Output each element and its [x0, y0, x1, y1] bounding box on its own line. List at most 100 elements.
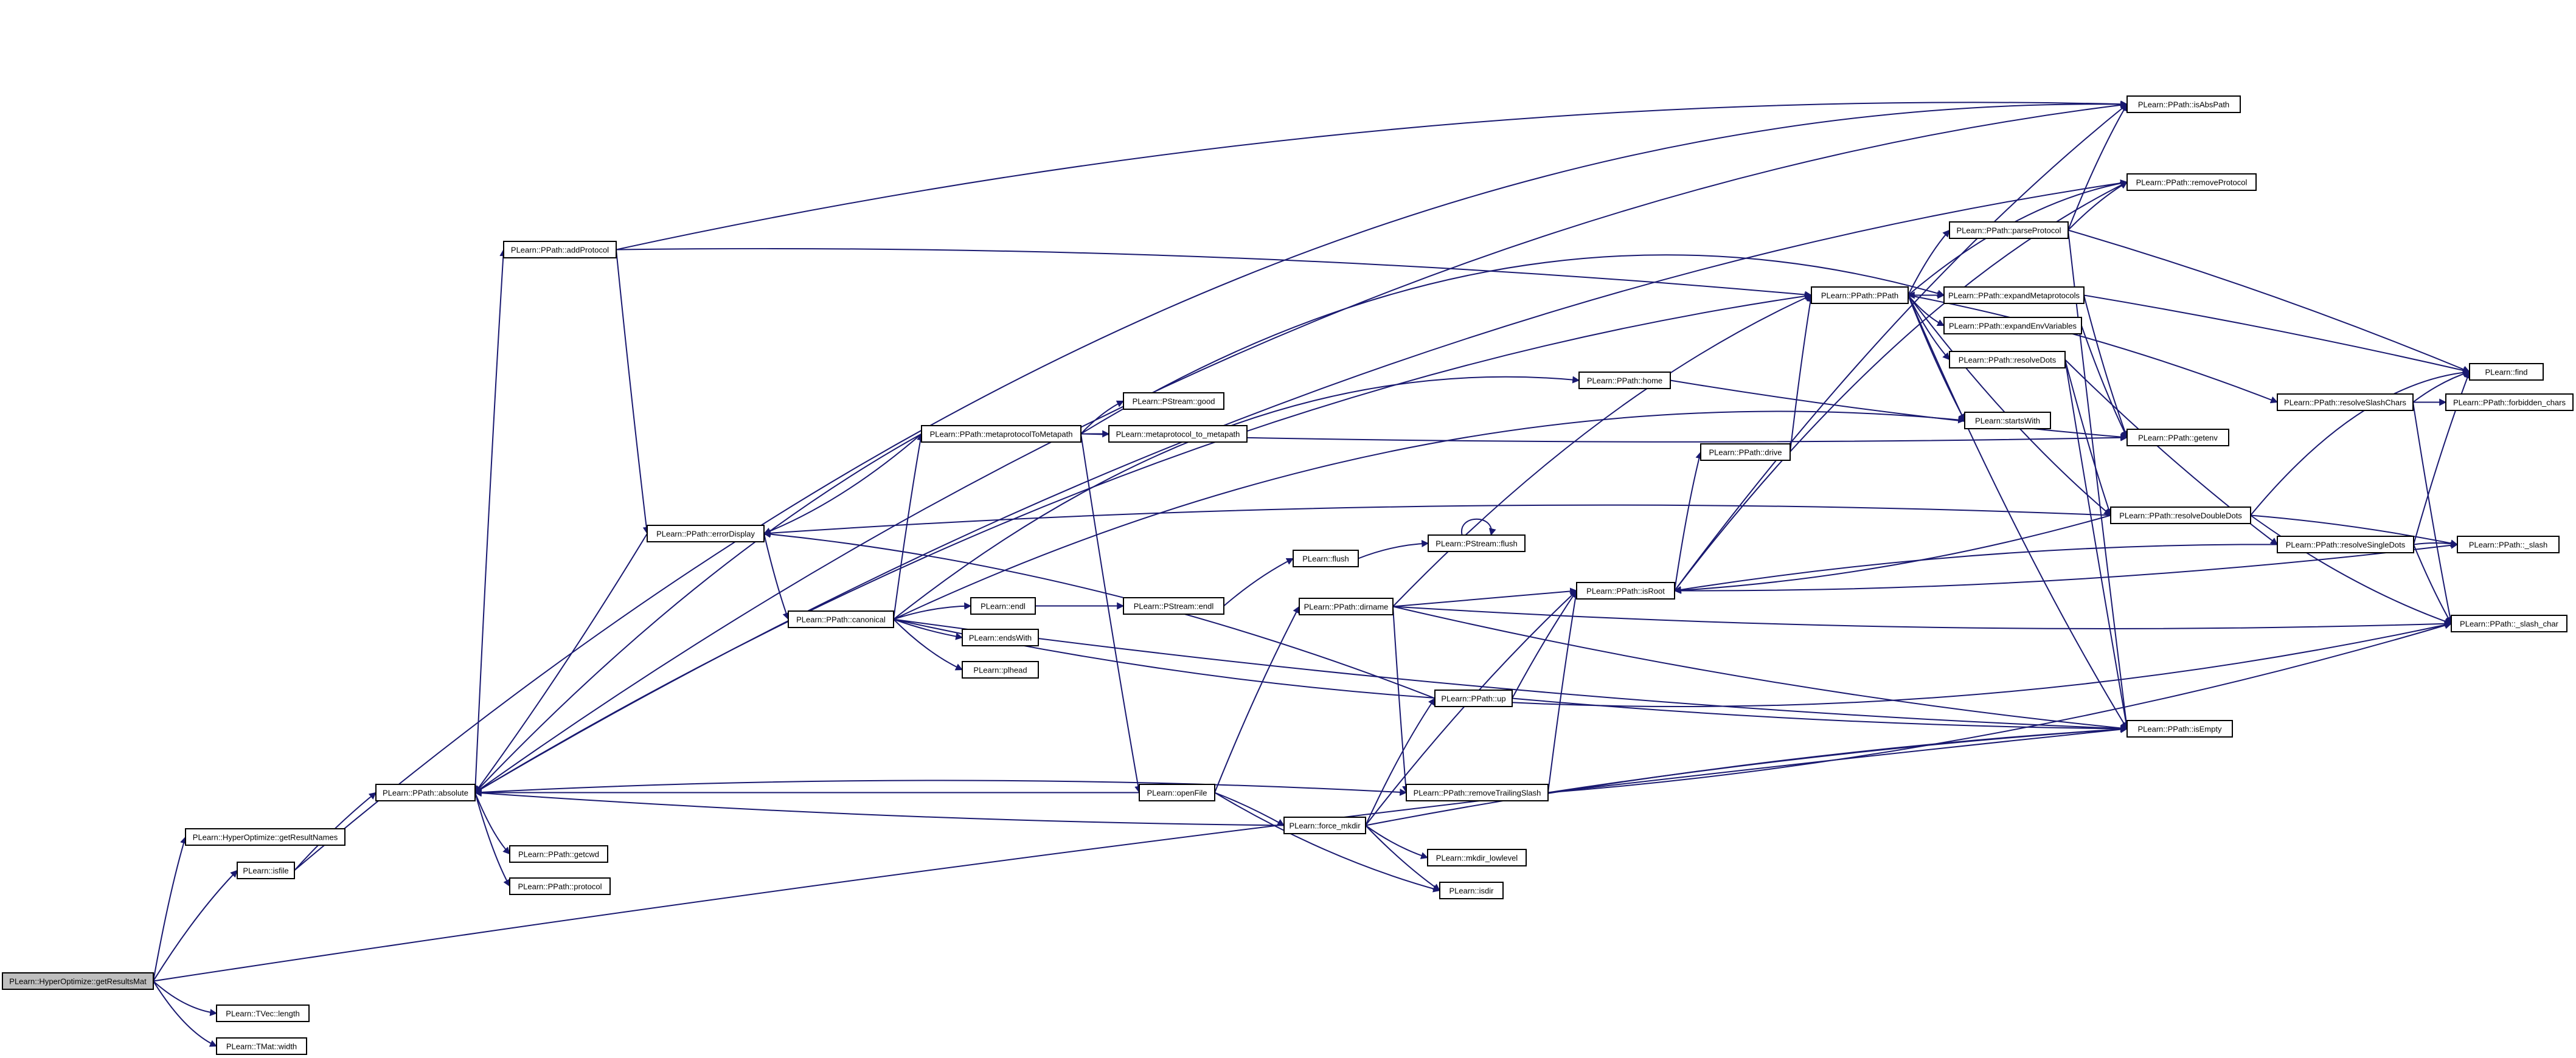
node-isfile[interactable]: PLearn::isfile: [237, 862, 295, 879]
node-dirname[interactable]: PLearn::PPath::dirname: [1299, 598, 1394, 615]
edge-canonical-to-home: [893, 376, 1580, 620]
edge-up-to-error-display: [763, 530, 1436, 699]
node-pstream-flush[interactable]: PLearn::PStream::flush: [1428, 534, 1526, 552]
edge-path: [2250, 368, 2471, 516]
edge-absolute-to-is-abs-path: [474, 101, 2128, 794]
node-label: PLearn::PPath::resolveDoubleDots: [2119, 511, 2242, 520]
edge-path: [1670, 379, 2128, 441]
node-path-ctor[interactable]: PLearn::PPath::PPath: [1811, 286, 1909, 304]
node-label: PLearn::PPath::removeProtocol: [2136, 178, 2248, 187]
node-box: [962, 661, 1039, 679]
node-add-protocol[interactable]: PLearn::PPath::addProtocol: [503, 241, 617, 258]
node-get-result-names[interactable]: PLearn::HyperOptimize::getResultNames: [185, 828, 345, 846]
edge-path: [1214, 606, 1300, 793]
edge-get-results-mat-to-is-empty: [153, 725, 2128, 982]
node-resolve-slash-chars[interactable]: PLearn::PPath::resolveSlashChars: [2277, 393, 2414, 411]
edge-open-file-to-dirname: [1214, 606, 1300, 793]
edge-dirname-to-remove-trailing-slash: [1392, 606, 1410, 794]
node-plhead[interactable]: PLearn::plhead: [962, 661, 1039, 679]
node-label: PLearn::PStream::endl: [1134, 602, 1214, 611]
node-label: PLearn::PPath::parseProtocol: [1957, 226, 2061, 235]
edge-force-mkdir-to-isdir: [1365, 825, 1440, 891]
node-is-empty[interactable]: PLearn::PPath::isEmpty: [2126, 720, 2233, 738]
node-remove-trailing-slash[interactable]: PLearn::PPath::removeTrailingSlash: [1406, 784, 1549, 801]
node-drive[interactable]: PLearn::PPath::drive: [1700, 443, 1791, 461]
node-is-root[interactable]: PLearn::PPath::isRoot: [1576, 582, 1675, 600]
edge-get-results-mat-to-isfile: [153, 870, 238, 982]
node-box: [1811, 286, 1909, 304]
node-box: [375, 784, 476, 801]
node-starts-with[interactable]: PLearn::startsWith: [1964, 412, 2051, 429]
node-expand-env-variables[interactable]: PLearn::PPath::expandEnvVariables: [1943, 317, 2082, 334]
node-mkdir-lowlevel[interactable]: PLearn::mkdir_lowlevel: [1427, 849, 1527, 866]
edge-resolve-single-dots-to-slash-char: [2413, 544, 2452, 624]
node-label: PLearn::PStream::good: [1133, 397, 1215, 406]
edge-path: [1674, 181, 2128, 592]
node-metaprotocol-to-metapath[interactable]: PLearn::PPath::metaprotocolToMetapath: [921, 425, 1081, 443]
node-box: [185, 828, 345, 846]
edge-drive-to-path-ctor: [1790, 294, 1814, 452]
node-getcwd[interactable]: PLearn::PPath::getcwd: [509, 845, 608, 863]
edge-path: [893, 410, 1966, 620]
edge-path: [474, 792, 510, 887]
edge-path: [1908, 295, 1950, 361]
node-resolve-single-dots[interactable]: PLearn::PPath::resolveSingleDots: [2277, 536, 2414, 553]
node-error-display[interactable]: PLearn::PPath::errorDisplay: [647, 525, 765, 542]
node-box: [1428, 534, 1526, 552]
node-open-file[interactable]: PLearn::openFile: [1139, 784, 1215, 801]
node-up[interactable]: PLearn::PPath::up: [1434, 690, 1513, 707]
node-home[interactable]: PLearn::PPath::home: [1578, 372, 1671, 389]
node-parse-protocol[interactable]: PLearn::PPath::parseProtocol: [1949, 221, 2069, 239]
node-expand-metaprotocols[interactable]: PLearn::PPath::expandMetaprotocols: [1943, 286, 2085, 304]
node-remove-protocol[interactable]: PLearn::PPath::removeProtocol: [2126, 173, 2257, 191]
node-label: PLearn::isfile: [243, 866, 288, 876]
node-label: PLearn::flush: [1302, 555, 1349, 564]
edge-flush-to-pstream-flush: [1358, 539, 1429, 559]
node-find[interactable]: PLearn::find: [2469, 363, 2544, 381]
edge-remove-trailing-slash-to-is-empty: [1547, 725, 2128, 794]
node-label: PLearn::PPath::drive: [1709, 448, 1782, 457]
node-is-abs-path[interactable]: PLearn::PPath::isAbsPath: [2126, 95, 2241, 113]
edge-path: [1080, 434, 1142, 794]
edge-get-results-mat-to-tvec-length: [153, 980, 218, 1017]
node-canonical[interactable]: PLearn::PPath::canonical: [788, 610, 894, 628]
node-box: [1427, 849, 1527, 866]
node-box: [1139, 784, 1215, 801]
edge-open-file-to-isdir: [1214, 792, 1441, 893]
call-graph-nodes: PLearn::HyperOptimize::getResultsMatPLea…: [2, 95, 2574, 1055]
node-box: [1964, 412, 2051, 429]
edge-metaprotocol-to-metapath-to-pstream-good: [1080, 400, 1125, 435]
node-absolute[interactable]: PLearn::PPath::absolute: [375, 784, 476, 801]
edge-expand-env-variables-to-getenv: [2081, 325, 2128, 438]
node-box: [2445, 393, 2574, 411]
edge-path: [763, 433, 922, 535]
edge-resolve-slash-chars-to-slash-char: [2412, 402, 2454, 624]
node-force-mkdir[interactable]: PLearn::force_mkdir: [1283, 817, 1366, 834]
node-slash[interactable]: PLearn::PPath::_slash: [2457, 536, 2560, 553]
node-flush[interactable]: PLearn::flush: [1293, 550, 1359, 567]
node-pstream-good[interactable]: PLearn::PStream::good: [1123, 392, 1224, 410]
edge-expand-metaprotocols-to-getenv: [2083, 295, 2128, 438]
edge-path: [2067, 181, 2128, 231]
node-forbidden-chars[interactable]: PLearn::PPath::forbidden_chars: [2445, 393, 2574, 411]
node-ends-with[interactable]: PLearn::endsWith: [962, 629, 1039, 646]
node-tvec-length[interactable]: PLearn::TVec::length: [216, 1004, 310, 1022]
node-protocol[interactable]: PLearn::PPath::protocol: [509, 877, 611, 895]
node-label: PLearn::openFile: [1147, 789, 1207, 798]
node-pstream-endl[interactable]: PLearn::PStream::endl: [1123, 597, 1224, 615]
node-slash-char[interactable]: PLearn::PPath::_slash_char: [2451, 615, 2567, 632]
node-tmat-width[interactable]: PLearn::TMat::width: [216, 1037, 307, 1055]
edge-path: [1512, 590, 1577, 699]
node-resolve-dots[interactable]: PLearn::PPath::resolveDots: [1949, 351, 2066, 368]
node-get-results-mat[interactable]: PLearn::HyperOptimize::getResultsMat: [2, 972, 154, 990]
node-getenv[interactable]: PLearn::PPath::getenv: [2126, 429, 2229, 446]
edge-absolute-to-path-ctor: [474, 292, 1813, 794]
node-metaprotocol-to[interactable]: PLearn::metaprotocol_to_metapath: [1108, 425, 1248, 443]
edge-resolve-single-dots-to-is-root: [1673, 544, 2278, 593]
node-endl[interactable]: PLearn::endl: [970, 597, 1036, 615]
node-box: [509, 845, 608, 863]
edge-metaprotocol-to-metapath-to-expand-metaprotocols: [1080, 254, 1945, 435]
node-isdir[interactable]: PLearn::isdir: [1439, 882, 1504, 899]
edge-pstream-endl-to-flush: [1223, 558, 1294, 607]
node-resolve-double-dots[interactable]: PLearn::PPath::resolveDoubleDots: [2110, 507, 2251, 524]
